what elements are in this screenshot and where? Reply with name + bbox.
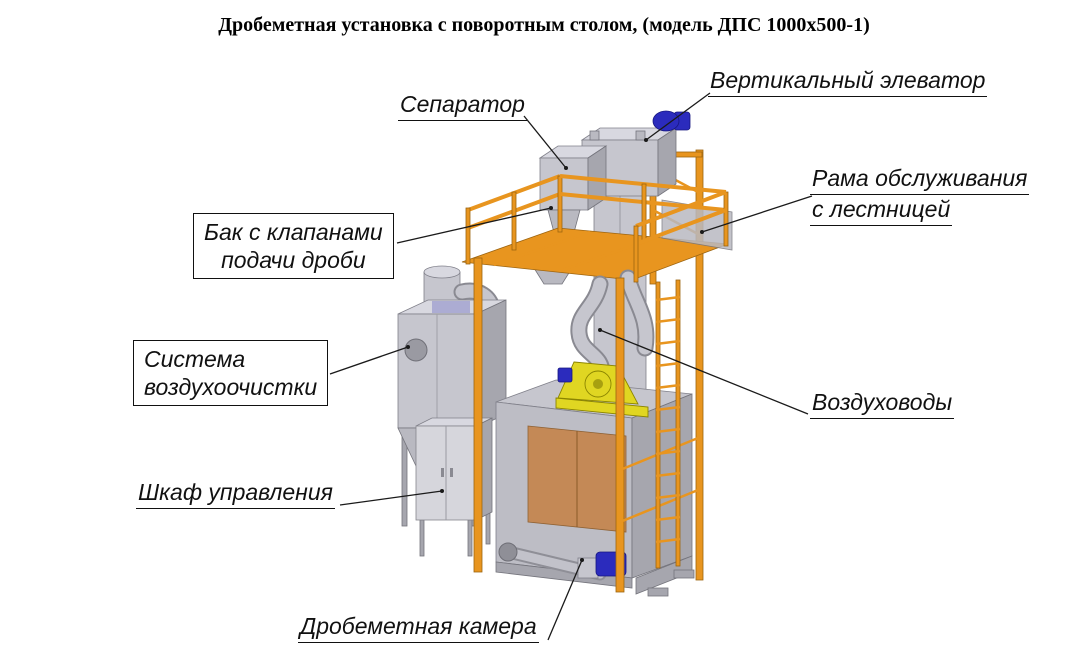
elevator-motor	[652, 110, 691, 132]
air-system-label-2: воздухоочистки	[144, 374, 318, 401]
callout-service-frame: Рама обслуживания с лестницей	[810, 164, 1030, 227]
callout-air-system: Система воздухоочистки	[133, 340, 329, 407]
blast-chamber-label: Дробеметная камера	[298, 612, 539, 644]
shot-tank-label-1: Бак с клапанами	[204, 219, 383, 245]
separator-part	[538, 145, 608, 241]
shot-tank-label-2: подачи дроби	[221, 247, 366, 274]
callout-air-ducts: Воздуховоды	[810, 388, 955, 420]
diagram-title: Дробеметная установка с поворотным столо…	[218, 14, 870, 36]
air-system-label-1: Система	[144, 346, 246, 372]
service-frame-label-1: Рама обслуживания	[810, 164, 1030, 196]
leader-lines	[329, 92, 813, 641]
service-frame-part	[465, 174, 729, 593]
control-cabinet-label: Шкаф управления	[136, 478, 335, 510]
callout-control-cabinet: Шкаф управления	[136, 478, 335, 510]
separator-label: Сепаратор	[398, 90, 527, 122]
callout-elevator: Вертикальный элеватор	[708, 66, 988, 98]
blast-chamber-part	[495, 361, 695, 597]
callout-shot-tank: Бак с клапанами подачи дроби	[193, 213, 394, 280]
ladder	[655, 279, 681, 569]
screw-conveyor	[498, 542, 627, 581]
callout-blast-chamber: Дробеметная камера	[298, 612, 539, 644]
elevator-label: Вертикальный элеватор	[708, 66, 988, 98]
service-frame-label-2: с лестницей	[810, 195, 953, 227]
callout-separator: Сепаратор	[398, 90, 527, 122]
air-ducts-label: Воздуховоды	[810, 388, 955, 420]
air-ducts-part	[570, 269, 655, 385]
